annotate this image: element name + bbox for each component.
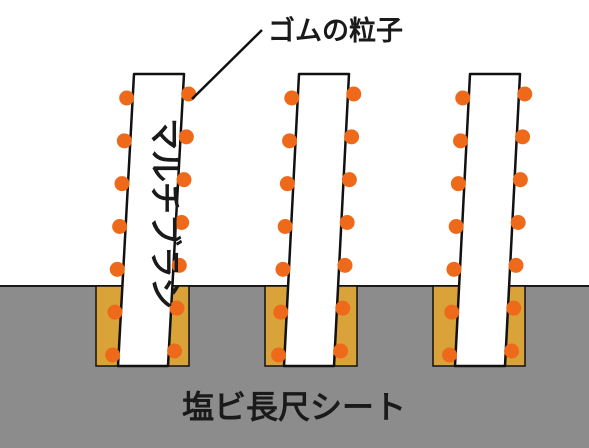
particle-right-1-3 — [176, 172, 192, 188]
particle-left-1-2 — [116, 133, 132, 149]
particle-left-2-1 — [284, 90, 300, 106]
particle-right-2-3 — [341, 172, 357, 188]
particle-left-3-4 — [448, 219, 464, 234]
particle-right-3-7 — [504, 343, 520, 359]
particle-left-1-7 — [105, 347, 121, 363]
particle-right-1-1 — [181, 86, 197, 102]
particle-left-1-4 — [112, 219, 128, 234]
particle-left-1-5 — [109, 261, 125, 277]
particle-left-3-5 — [446, 261, 462, 277]
particle-left-2-6 — [273, 304, 289, 320]
particle-right-1-7 — [167, 343, 183, 359]
particle-right-1-4 — [174, 215, 190, 230]
particle-right-1-6 — [169, 300, 185, 316]
particle-right-2-5 — [337, 257, 353, 273]
particle-right-3-2 — [515, 129, 531, 145]
particle-right-1-2 — [178, 129, 194, 145]
particle-right-3-1 — [517, 86, 533, 102]
particle-left-1-1 — [119, 90, 135, 106]
particle-left-3-2 — [453, 133, 469, 149]
particle-right-3-3 — [512, 172, 528, 188]
brush-label: マルチブラシ — [146, 118, 184, 309]
bristle-group-3 — [442, 72, 533, 368]
particle-right-2-2 — [344, 129, 360, 145]
particle-right-3-5 — [508, 257, 524, 273]
particle-left-2-4 — [277, 219, 293, 234]
particle-right-2-4 — [339, 215, 355, 230]
particle-right-2-7 — [333, 343, 349, 359]
particle-label: ゴムの粒子 — [268, 15, 403, 47]
particle-left-1-6 — [107, 304, 123, 320]
particle-leader-line — [191, 29, 263, 100]
particle-right-1-5 — [171, 257, 187, 273]
particle-left-1-3 — [114, 176, 130, 192]
sheet-label: 塩ビ長尺シート — [182, 388, 406, 426]
particle-right-3-6 — [506, 300, 522, 316]
particle-left-2-2 — [282, 133, 298, 149]
bristle-group-2 — [271, 72, 362, 368]
particle-right-2-6 — [335, 300, 351, 316]
particle-right-2-1 — [346, 86, 362, 102]
particle-left-2-3 — [279, 176, 295, 192]
particle-left-2-5 — [275, 261, 291, 277]
particle-right-3-4 — [510, 215, 526, 230]
particle-left-3-1 — [455, 90, 471, 106]
particle-left-3-6 — [444, 304, 460, 320]
particle-left-2-7 — [271, 347, 287, 363]
particle-left-3-3 — [450, 176, 466, 192]
particle-left-3-7 — [442, 347, 458, 363]
